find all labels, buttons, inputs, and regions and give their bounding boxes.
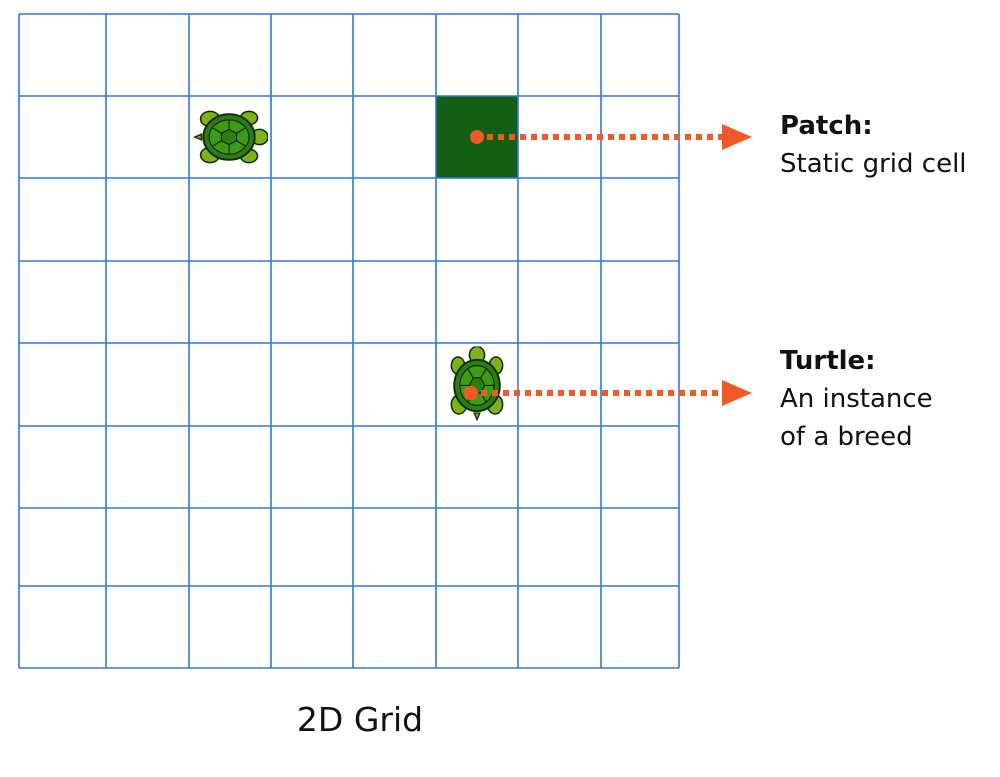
turtle-icon <box>450 346 504 421</box>
turtle-arrow-arrowhead <box>722 380 752 406</box>
turtle-description-line-2: of a breed <box>780 422 913 452</box>
grid-caption: 2D Grid <box>296 700 424 739</box>
patch-arrow-arrowhead <box>722 124 752 150</box>
patch-arrow <box>470 124 752 150</box>
turtle-title: Turtle: <box>780 346 876 376</box>
turtle-arrow-origin-dot <box>464 386 478 400</box>
patch-arrow-origin-dot <box>470 130 484 144</box>
patch-annotation: Patch: Static grid cell <box>780 107 967 183</box>
turtle-description-line-1: An instance <box>780 384 933 414</box>
patch-description: Static grid cell <box>780 149 967 179</box>
patch-title: Patch: <box>780 111 873 141</box>
turtle-annotation: Turtle: An instance of a breed <box>780 342 933 456</box>
turtle-icon <box>193 110 268 164</box>
turtle-arrow <box>464 380 752 406</box>
